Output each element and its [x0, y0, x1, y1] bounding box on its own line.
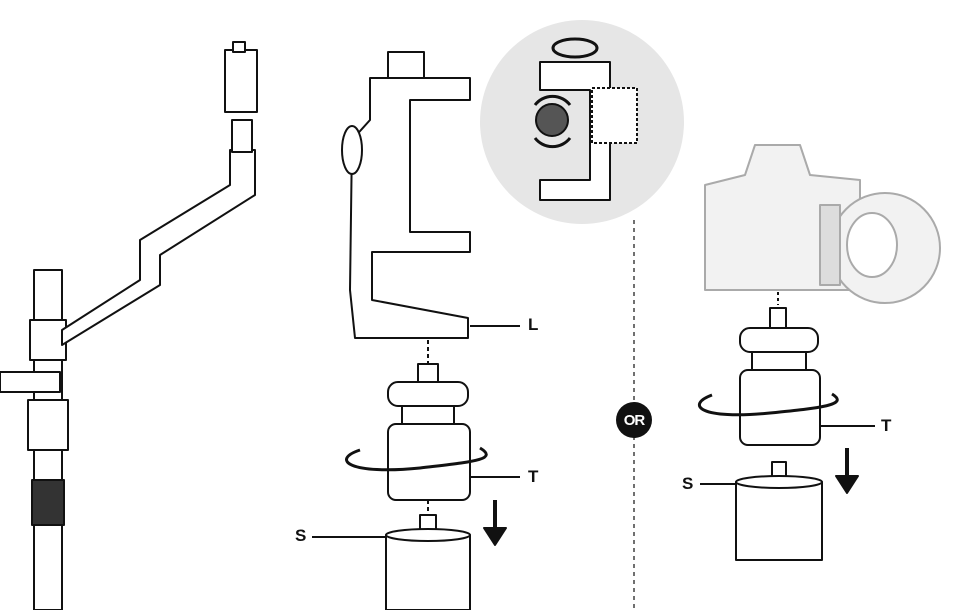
- stand-base-center: [312, 500, 507, 610]
- camera: [704, 144, 941, 305]
- ball-head-center: [345, 363, 520, 515]
- or-badge: OR: [616, 402, 652, 438]
- ballhead-label-right: T: [881, 416, 892, 435]
- phone-holder: [341, 51, 520, 372]
- ball-head-right: [698, 307, 875, 446]
- holder-label: L: [528, 315, 539, 334]
- stud-label-right: S: [682, 474, 694, 493]
- stand-base-right: [700, 448, 859, 561]
- stud-label-center: S: [295, 526, 307, 545]
- ballhead-label-center: T: [528, 467, 539, 486]
- pole-with-arm: [0, 41, 258, 610]
- rotation-inset: [480, 20, 684, 224]
